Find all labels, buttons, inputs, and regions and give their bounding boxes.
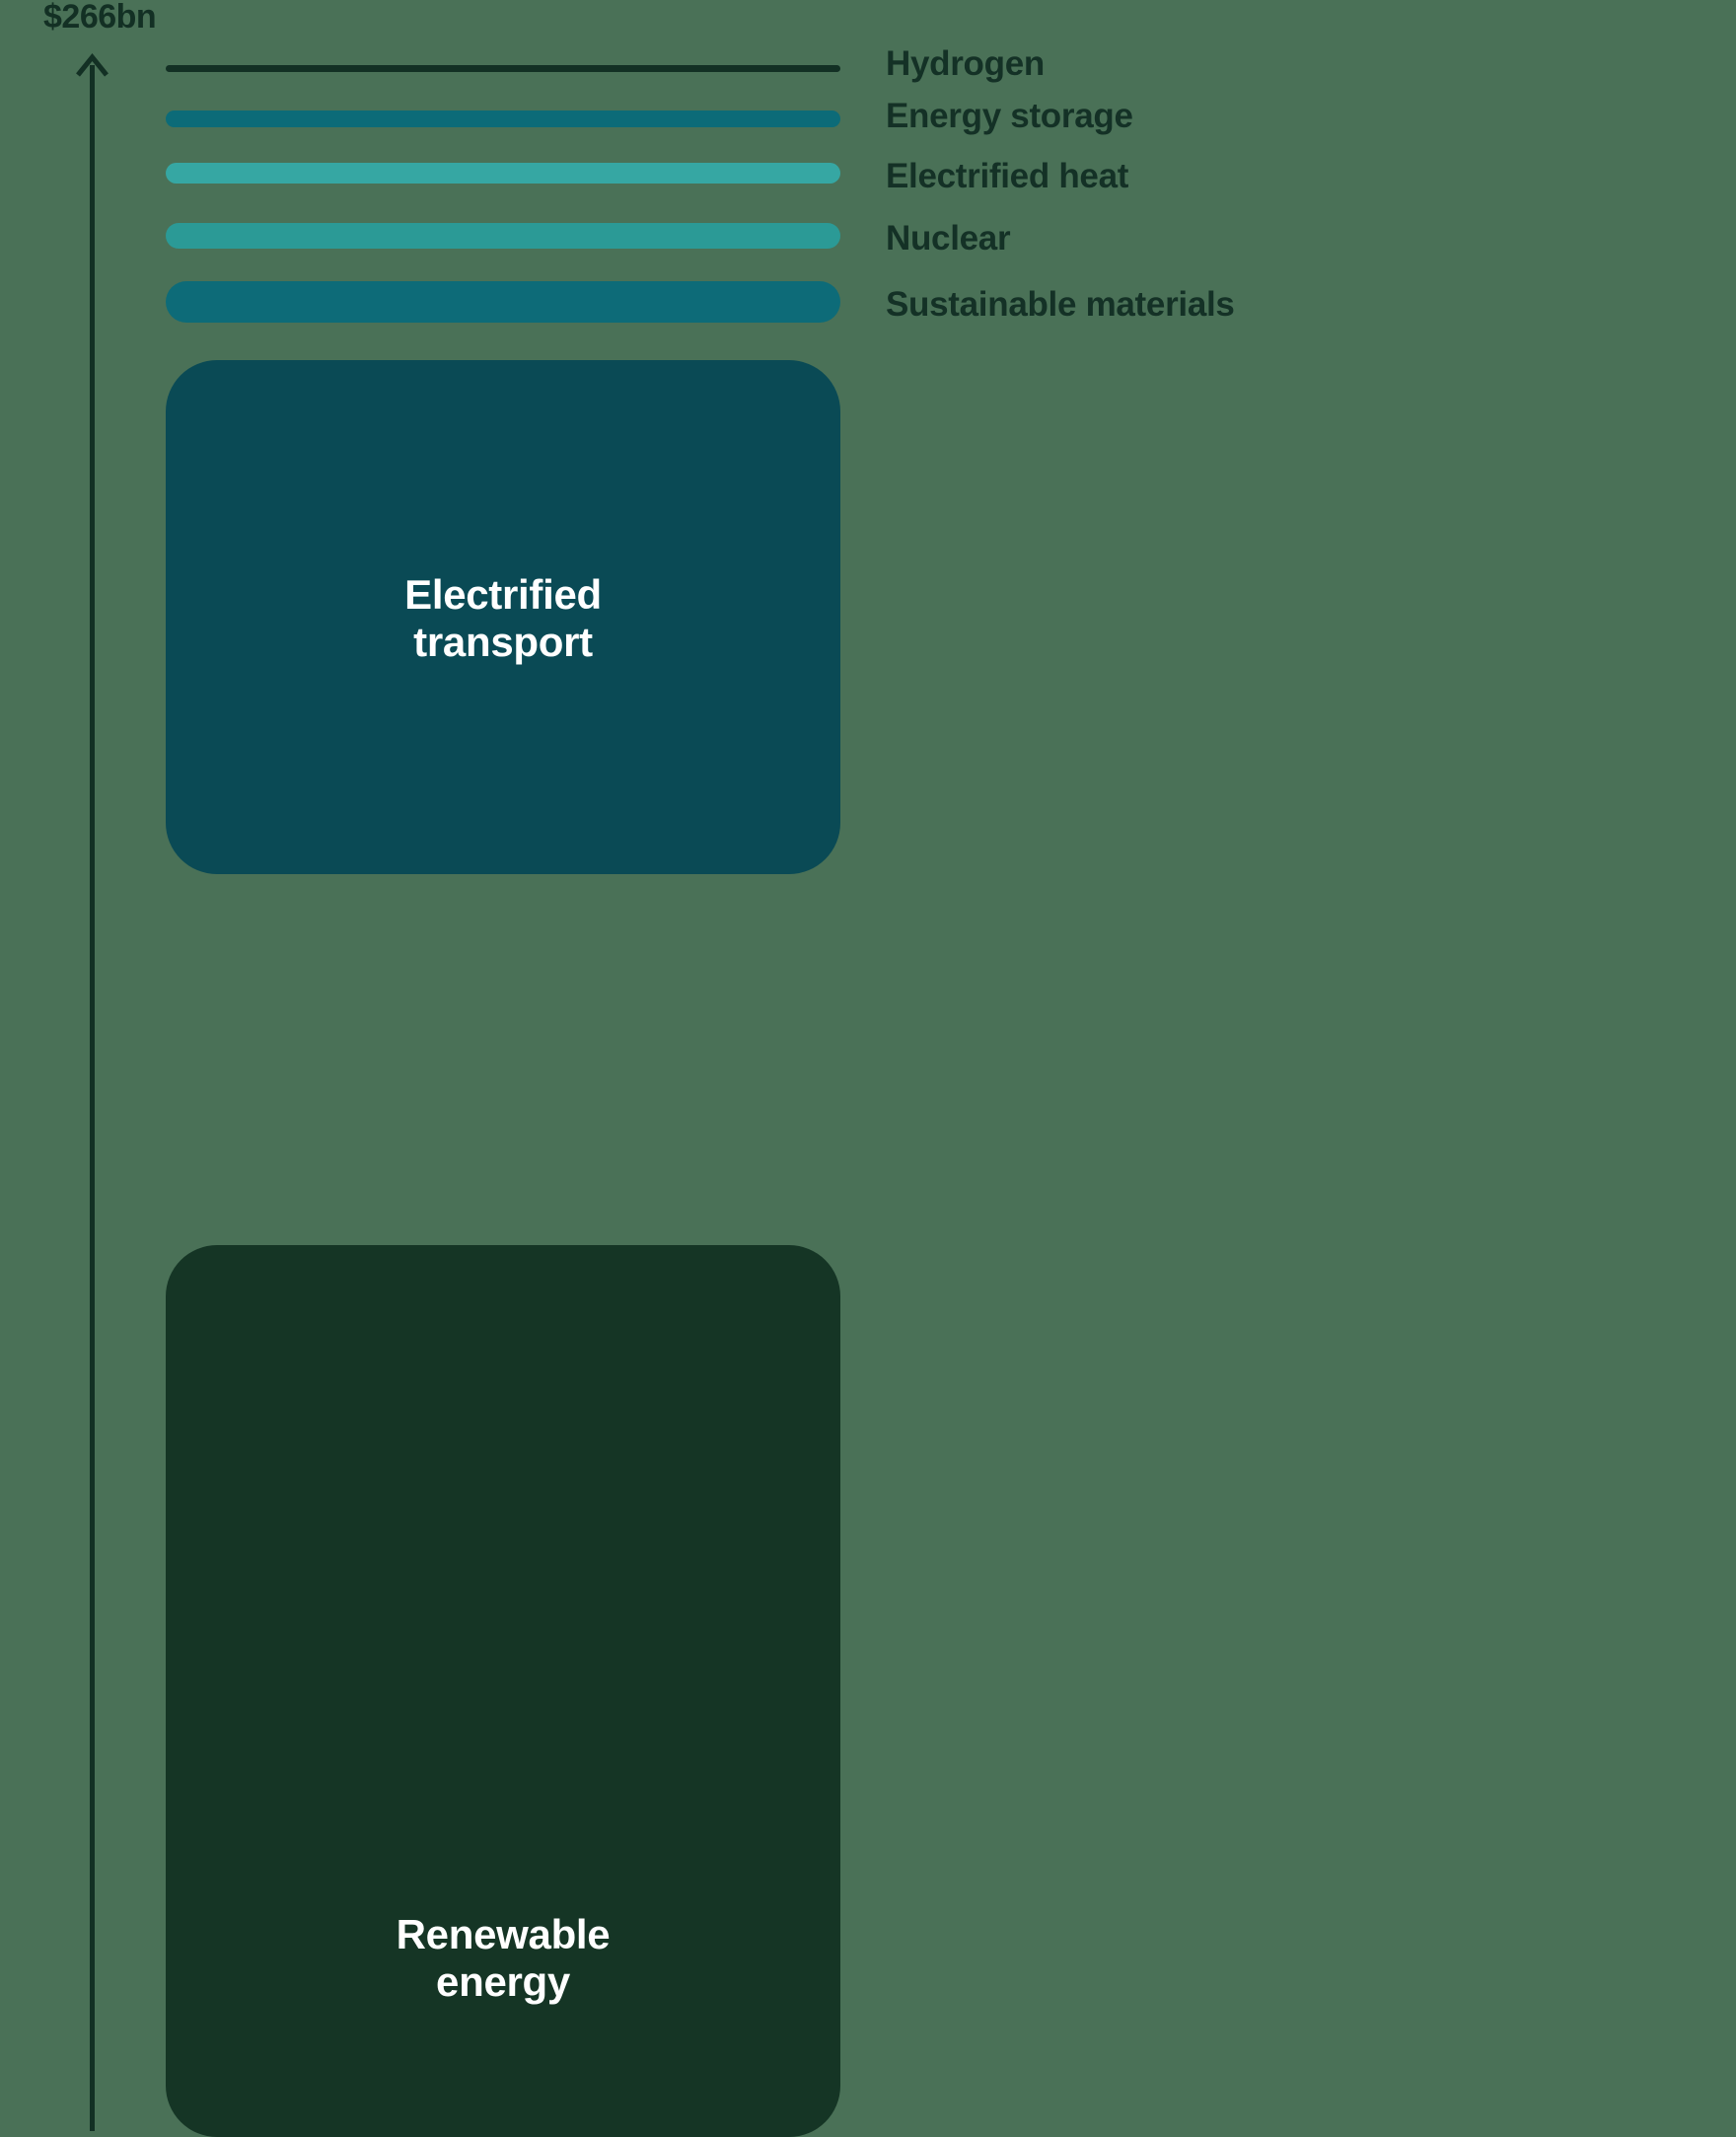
bar-title-electrified-transport-line2: transport <box>413 618 593 665</box>
bar-title-electrified-transport: Electrified transport <box>166 571 840 666</box>
bar-label-energy-storage: Energy storage <box>886 97 1133 135</box>
bar-sustainable-materials[interactable] <box>166 281 840 323</box>
bar-electrified-heat[interactable] <box>166 163 840 184</box>
bar-label-hydrogen: Hydrogen <box>886 44 1045 83</box>
vertical-axis-arrow-icon <box>76 53 108 2131</box>
bar-title-electrified-transport-line1: Electrified <box>404 571 602 618</box>
bar-energy-storage[interactable] <box>166 111 840 127</box>
axis-top-value-label: $266bn <box>43 0 157 36</box>
bar-hydrogen[interactable] <box>166 65 840 72</box>
bar-electrified-transport[interactable]: Electrified transport <box>166 360 840 874</box>
bar-label-nuclear: Nuclear <box>886 219 1011 258</box>
bar-nuclear[interactable] <box>166 223 840 249</box>
bar-renewable-energy[interactable] <box>166 1245 840 2137</box>
bar-label-sustainable-materials: Sustainable materials <box>886 285 1235 324</box>
bar-label-electrified-heat: Electrified heat <box>886 157 1129 195</box>
